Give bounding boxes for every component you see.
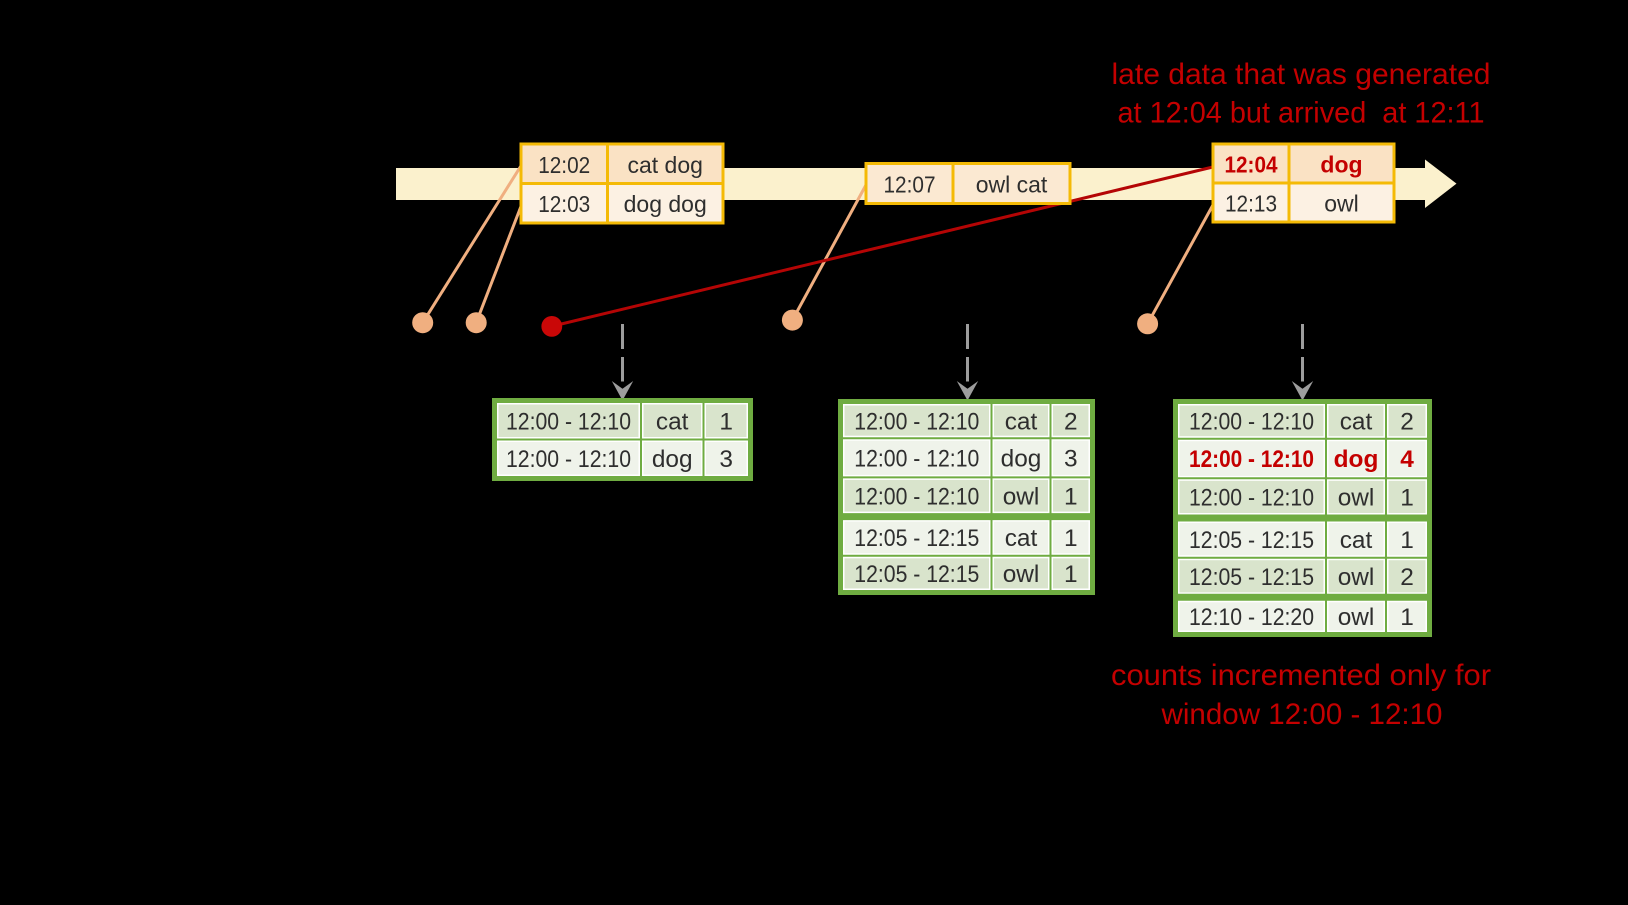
svg-text:1: 1 xyxy=(1064,484,1078,511)
svg-text:1: 1 xyxy=(719,409,733,436)
svg-text:cat: cat xyxy=(1005,408,1038,435)
svg-text:12:13: 12:13 xyxy=(1225,191,1277,217)
svg-text:late data that was generated: late data that was generated xyxy=(1112,58,1491,91)
svg-text:cat: cat xyxy=(1005,525,1038,552)
svg-text:12:03: 12:03 xyxy=(538,191,590,217)
svg-text:dog: dog xyxy=(1001,446,1042,473)
svg-text:1: 1 xyxy=(1400,604,1414,631)
svg-text:owl: owl xyxy=(1003,561,1040,588)
svg-text:owl: owl xyxy=(1003,484,1040,511)
svg-text:1: 1 xyxy=(1064,525,1078,552)
svg-text:counts incremented only for: counts incremented only for xyxy=(1111,659,1491,692)
svg-text:12:00 - 12:10: 12:00 - 12:10 xyxy=(1189,409,1314,436)
svg-text:dog dog: dog dog xyxy=(624,191,707,217)
svg-text:12:05 - 12:15: 12:05 - 12:15 xyxy=(854,561,979,588)
svg-text:dog: dog xyxy=(652,446,693,473)
svg-text:owl: owl xyxy=(1338,564,1375,591)
svg-text:12:07: 12:07 xyxy=(884,172,936,198)
svg-text:2: 2 xyxy=(1064,408,1078,435)
svg-text:owl: owl xyxy=(1338,604,1375,631)
svg-text:2: 2 xyxy=(1400,409,1414,436)
svg-text:12:00 - 12:10: 12:00 - 12:10 xyxy=(854,446,979,473)
svg-text:3: 3 xyxy=(719,446,733,473)
svg-text:dog: dog xyxy=(1334,446,1379,473)
svg-text:owl: owl xyxy=(1324,191,1359,217)
svg-text:12:00 - 12:10: 12:00 - 12:10 xyxy=(506,446,631,473)
svg-text:cat dog: cat dog xyxy=(627,152,702,178)
svg-text:12:10 - 12:20: 12:10 - 12:20 xyxy=(1189,604,1314,631)
svg-text:12:02: 12:02 xyxy=(538,152,590,178)
svg-text:owl: owl xyxy=(1338,485,1375,512)
svg-text:12:00 - 12:10: 12:00 - 12:10 xyxy=(1189,446,1314,473)
svg-text:1: 1 xyxy=(1400,527,1414,554)
svg-text:2: 2 xyxy=(1400,564,1414,591)
svg-text:cat: cat xyxy=(1340,409,1373,436)
svg-text:1: 1 xyxy=(1400,485,1414,512)
svg-text:3: 3 xyxy=(1064,446,1078,473)
svg-text:12:00 - 12:10: 12:00 - 12:10 xyxy=(854,408,979,435)
svg-text:dog: dog xyxy=(1320,152,1362,178)
svg-text:12:00 - 12:10: 12:00 - 12:10 xyxy=(506,409,631,436)
svg-text:cat: cat xyxy=(656,409,689,436)
svg-text:1: 1 xyxy=(1064,561,1078,588)
svg-text:at 12:04 but arrived at 12:11: at 12:04 but arrived at 12:11 xyxy=(1118,97,1485,130)
svg-text:cat: cat xyxy=(1340,527,1373,554)
svg-text:12:00 - 12:10: 12:00 - 12:10 xyxy=(1189,485,1314,512)
svg-text:12:05 - 12:15: 12:05 - 12:15 xyxy=(1189,564,1314,591)
svg-text:12:00 - 12:10: 12:00 - 12:10 xyxy=(854,484,979,511)
svg-text:window 12:00 - 12:10: window 12:00 - 12:10 xyxy=(1161,698,1443,731)
svg-text:4: 4 xyxy=(1400,446,1414,473)
svg-text:12:05 - 12:15: 12:05 - 12:15 xyxy=(1189,527,1314,554)
svg-text:owl cat: owl cat xyxy=(976,172,1048,198)
svg-text:12:05 - 12:15: 12:05 - 12:15 xyxy=(854,525,979,552)
svg-text:12:04: 12:04 xyxy=(1225,152,1278,178)
